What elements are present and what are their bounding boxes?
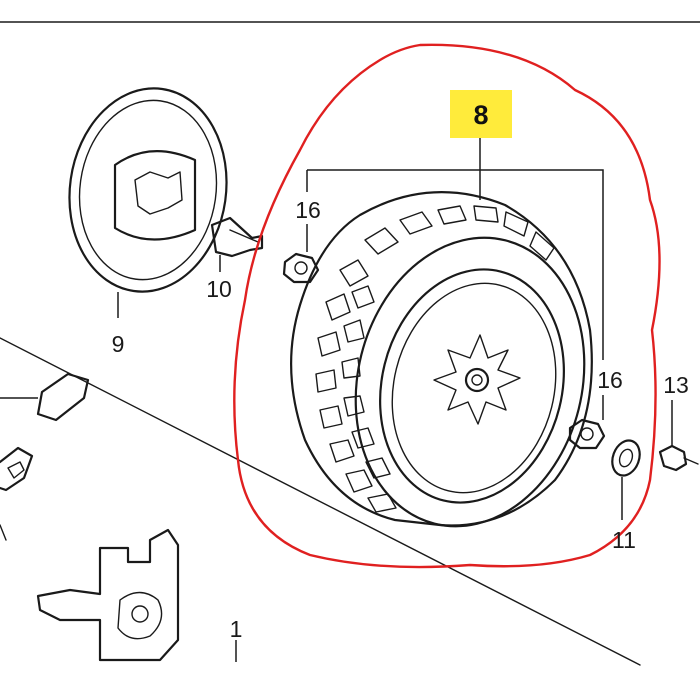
red-highlight-circle xyxy=(233,43,661,569)
callout-part-13: 13 xyxy=(663,372,689,398)
bolt-part-13 xyxy=(658,400,699,472)
bolt-part-10 xyxy=(210,216,264,272)
callout-part-11: 11 xyxy=(612,527,636,553)
wheel-part-8 xyxy=(290,138,604,528)
left-partial-parts xyxy=(0,372,90,541)
callout-part-16-right: 16 xyxy=(597,367,623,393)
washer-part-11 xyxy=(611,439,641,520)
frame-lines xyxy=(0,21,700,666)
part-8-highlight-box xyxy=(450,90,512,138)
callout-part-8: 8 xyxy=(473,100,488,130)
wheel-cap-part-9 xyxy=(68,87,228,318)
nut-part-16-top xyxy=(282,224,320,284)
callout-part-1: 1 xyxy=(230,616,243,642)
callout-part-16-top: 16 xyxy=(295,197,321,223)
nut-part-16-right xyxy=(568,395,606,450)
callout-part-10: 10 xyxy=(206,276,232,302)
callout-part-9: 9 xyxy=(112,331,125,357)
bracket-part-1 xyxy=(36,528,237,662)
